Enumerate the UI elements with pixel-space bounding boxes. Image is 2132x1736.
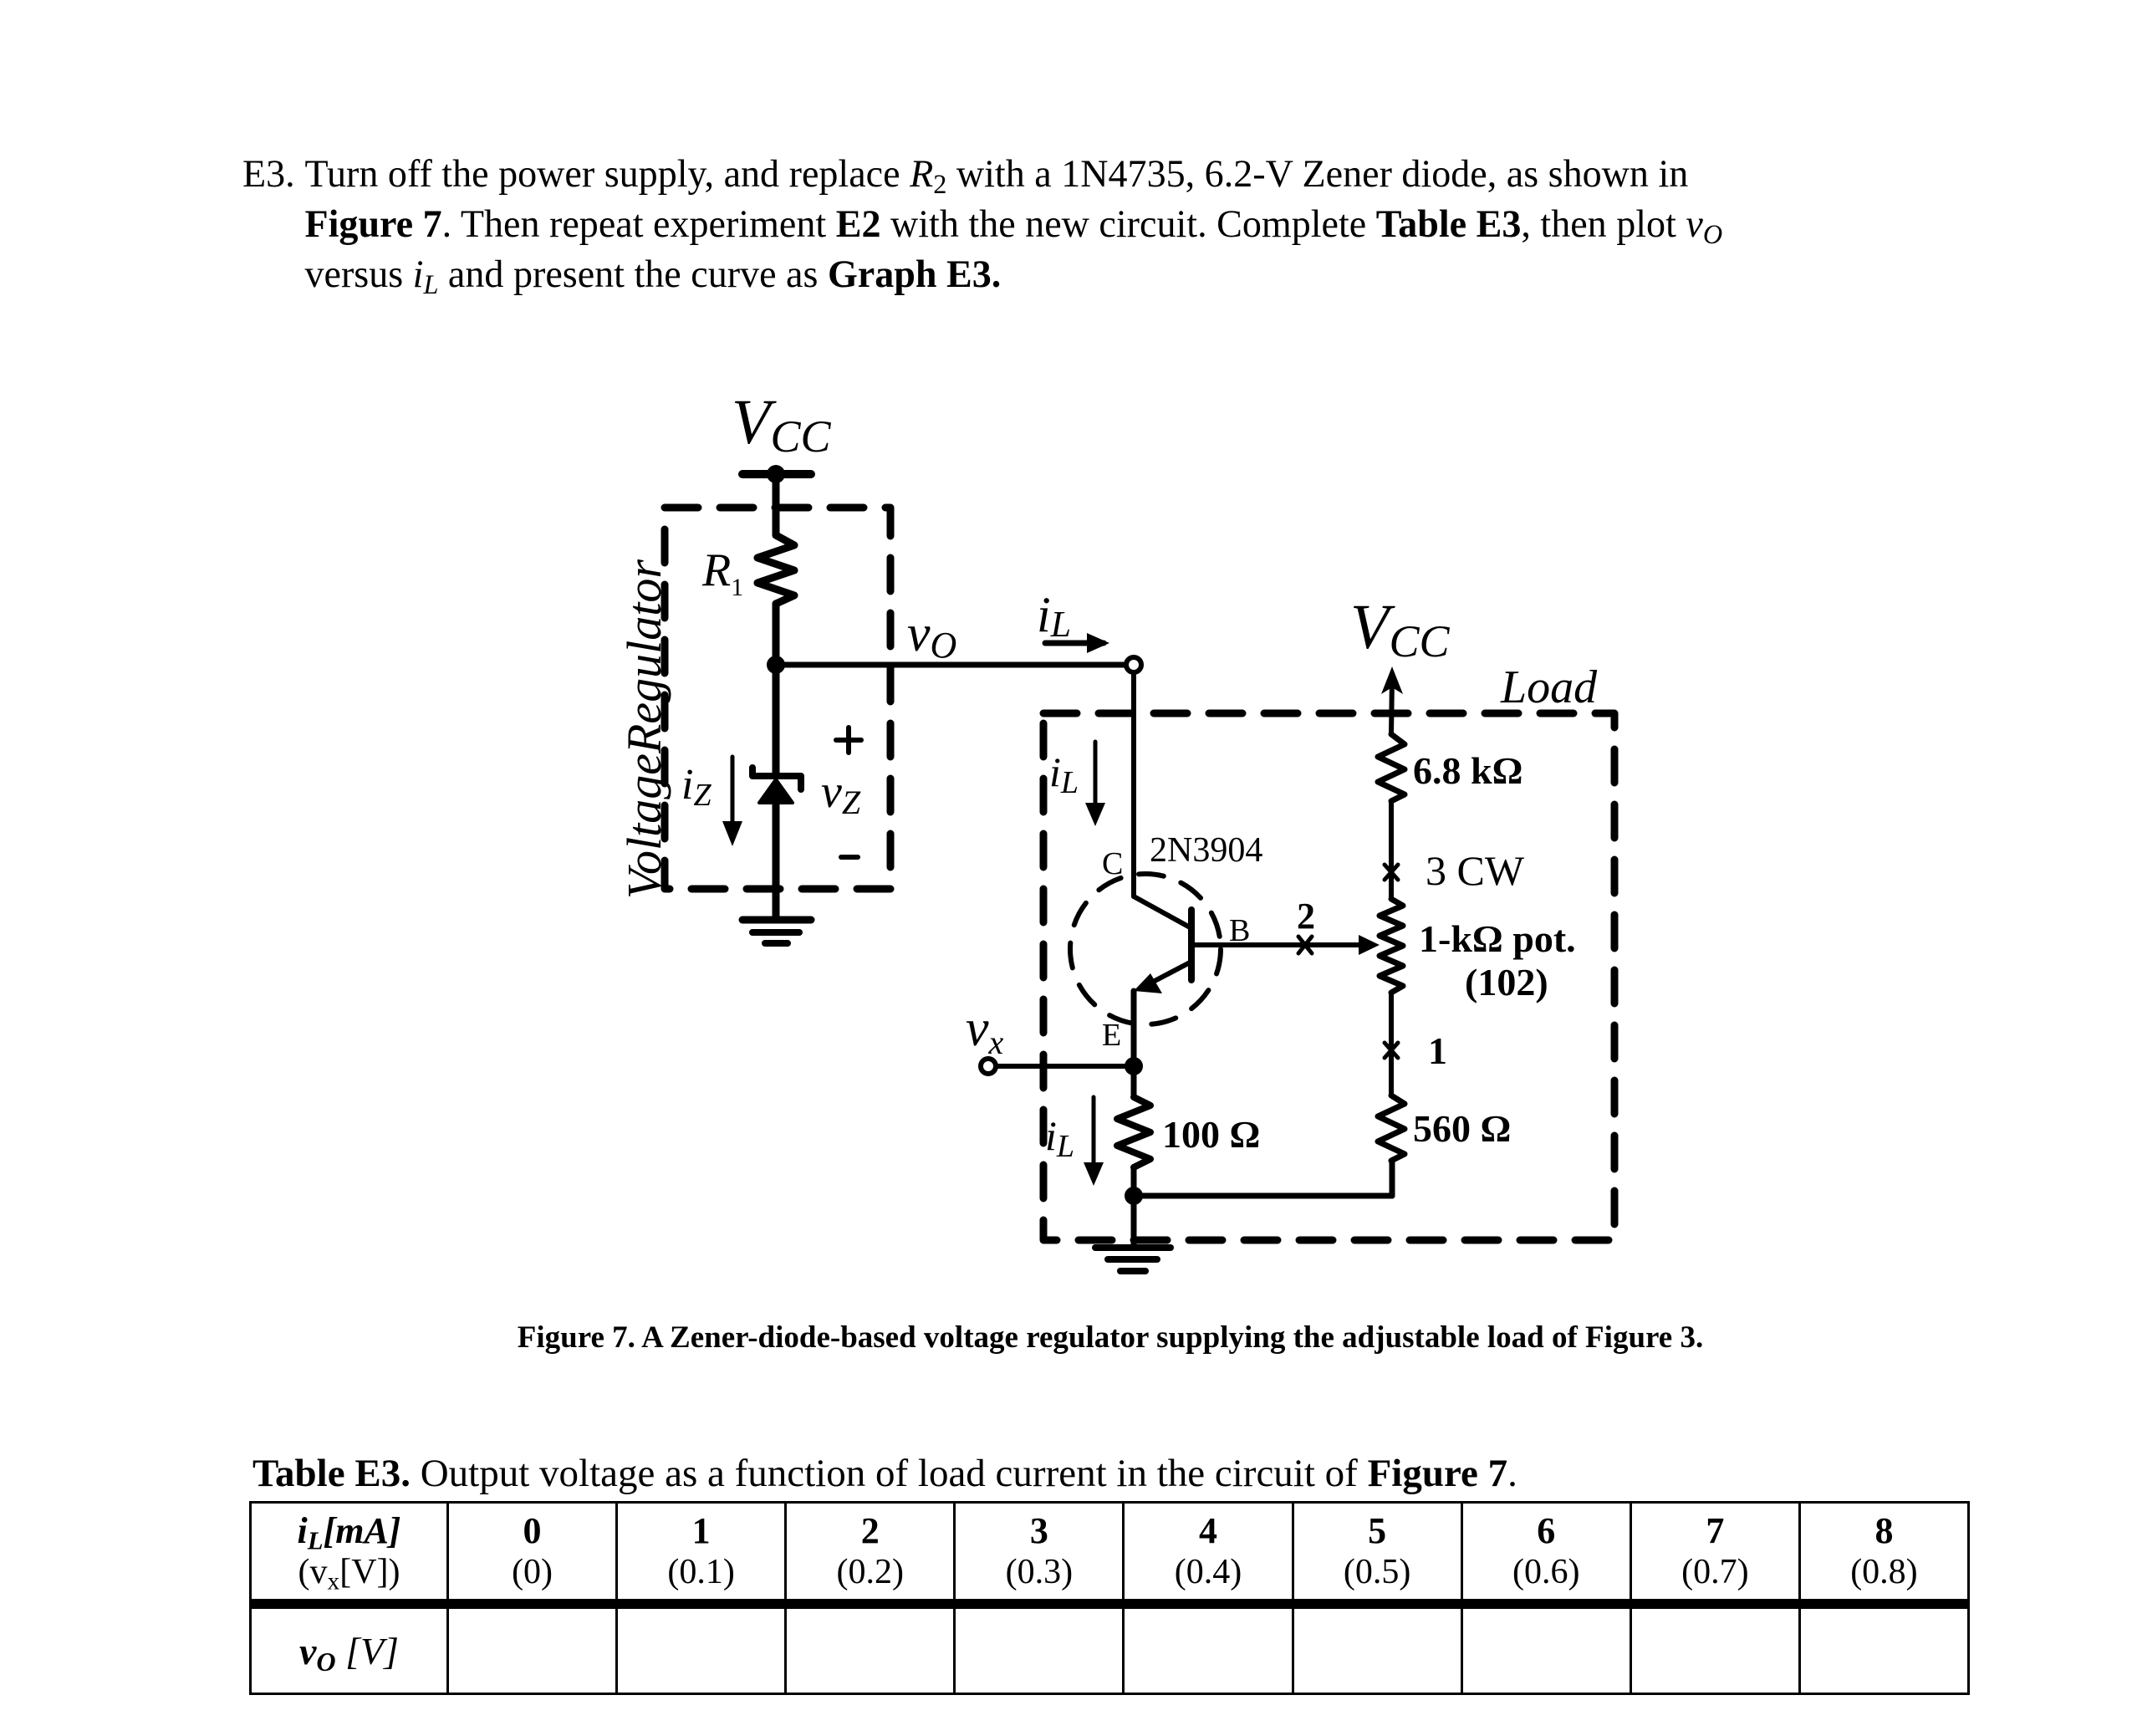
potentiometer <box>1376 896 1406 996</box>
wire <box>1389 675 1395 737</box>
resistor-560 <box>1375 1092 1408 1164</box>
r1-label: R1 <box>701 544 743 601</box>
symbol-r: R <box>910 152 934 196</box>
table-header-cell: 2(0.2) <box>784 1501 956 1609</box>
transistor-collector <box>1131 894 1194 931</box>
resistor-100 <box>1114 1094 1154 1171</box>
il-top-label: iL <box>1037 587 1071 645</box>
vo-label: vO <box>907 605 956 666</box>
vo-value-cell[interactable] <box>1798 1602 1971 1695</box>
vo-value-cell[interactable] <box>1291 1602 1463 1695</box>
resistor-6k8-label: 6.8 kΩ <box>1413 749 1522 792</box>
instructions-paragraph: E3.Turn off the power supply, and replac… <box>242 149 1946 299</box>
load-boundary <box>1039 709 1619 1244</box>
transistor-emitter-arrow <box>1134 973 1162 993</box>
table-header-cell: 8(0.8) <box>1798 1501 1971 1609</box>
vcc-left-label: VCC <box>732 387 831 462</box>
transistor-part-label: 2N3904 <box>1150 831 1262 870</box>
vo-value-cell[interactable] <box>1629 1602 1801 1695</box>
text-segment: Turn off the power supply, and replace <box>304 152 910 196</box>
collector-label: C <box>1102 846 1123 881</box>
text-segment: versus <box>304 253 413 296</box>
row-header-load-current: iL[mA] (vx[V]) <box>249 1501 449 1609</box>
table-header-cell: 0(0) <box>446 1501 619 1609</box>
data-table: iL[mA] (vx[V]) 0(0) 1(0.1) 2(0.2) 3(0.3)… <box>249 1501 1971 1695</box>
table-caption-text: Output voltage as a function of load cur… <box>410 1452 1368 1495</box>
symbol-r-subscript: 2 <box>933 170 947 201</box>
pot-pin3-label: 3 CW <box>1426 847 1525 894</box>
vo-value-cell[interactable] <box>784 1602 956 1695</box>
vx-terminal <box>978 1056 998 1076</box>
table-header-cell: 4(0.4) <box>1122 1501 1294 1609</box>
zener-cathode-bar <box>749 764 804 793</box>
table-header-row: iL[mA] (vx[V]) 0(0) 1(0.1) 2(0.2) 3(0.3)… <box>249 1501 1971 1609</box>
vx-label: vx <box>966 1000 1004 1061</box>
il-emitter-label: iL <box>1045 1112 1074 1164</box>
resistor-r1 <box>753 531 798 608</box>
iz-label: iZ <box>681 761 712 813</box>
resistor-6k8 <box>1375 731 1408 804</box>
pot-code-label: (102) <box>1465 961 1548 1003</box>
load-current-header: iL[mA] <box>297 1510 401 1555</box>
instructions-line-1: E3.Turn off the power supply, and replac… <box>242 149 1946 199</box>
vo-value-cell[interactable] <box>1122 1602 1294 1695</box>
table-reference: Table E3 <box>1375 202 1522 246</box>
table-header-cell: 6(0.6) <box>1460 1501 1632 1609</box>
load-label: Load <box>1500 661 1598 713</box>
base-label: B <box>1229 913 1250 948</box>
text-segment: , then plot <box>1521 202 1686 246</box>
symbol-i: i <box>412 253 424 296</box>
table-header-cell: 1(0.1) <box>615 1501 788 1609</box>
vx-header: (vx[V]) <box>298 1553 400 1596</box>
experiment-reference: E2 <box>835 202 881 246</box>
figure-caption: Figure 7. A Zener-diode-based voltage re… <box>517 1320 1704 1355</box>
resistor-100-label: 100 Ω <box>1162 1113 1260 1156</box>
text-segment: . Then repeat experiment <box>441 202 836 246</box>
table-caption: Table E3. Output voltage as a function o… <box>252 1451 1517 1496</box>
table-caption-end: . <box>1507 1452 1517 1495</box>
symbol-i-subscript: L <box>423 270 439 301</box>
vo-value-cell[interactable] <box>446 1602 619 1695</box>
il-emitter-arrowhead <box>1084 1162 1104 1186</box>
pot-pin1-label: 1 <box>1428 1029 1447 1072</box>
pin1-marker <box>1382 1040 1400 1060</box>
row-header-output-voltage: vO [V] <box>249 1602 449 1695</box>
pot-label: 1-kΩ pot. <box>1419 917 1576 960</box>
table-header-cell: 7(0.7) <box>1629 1501 1801 1609</box>
vo-value-cell[interactable] <box>615 1602 788 1695</box>
graph-reference: Graph E3. <box>827 253 1002 296</box>
instructions-line-2: Figure 7. Then repeat experiment E2 with… <box>242 199 1946 249</box>
iz-arrowhead <box>722 821 742 846</box>
resistor-560-label: 560 Ω <box>1413 1107 1511 1150</box>
il-collector-label: iL <box>1049 748 1079 800</box>
il-collector-arrowhead <box>1085 803 1105 826</box>
pot-pin2-label: 2 <box>1297 896 1315 937</box>
vo-value-cell[interactable] <box>953 1602 1125 1695</box>
emitter-label: E <box>1102 1018 1121 1053</box>
transistor-envelope <box>1068 871 1223 1027</box>
pot-wiper-arrow <box>1359 935 1380 955</box>
table-caption-label: Table E3. <box>252 1452 411 1495</box>
vo-value-cell[interactable] <box>1460 1602 1632 1695</box>
table-header-cell: 3(0.3) <box>953 1501 1125 1609</box>
table-header-cell: 5(0.5) <box>1291 1501 1463 1609</box>
text-segment: and present the curve as <box>438 253 828 296</box>
pin3-marker <box>1382 862 1400 882</box>
vcc-right-label: VCC <box>1350 592 1450 666</box>
regulator-label: VoltageRegulator <box>617 559 671 899</box>
figure-reference: Figure 7 <box>304 202 442 246</box>
il-top-arrowhead <box>1087 633 1109 653</box>
instructions-line-3: versus iL and present the curve as Graph… <box>242 249 1946 299</box>
text-segment: with a 1N4735, 6.2-V Zener diode, as sho… <box>946 152 1689 196</box>
table-caption-figure-ref: Figure 7 <box>1367 1452 1508 1495</box>
pin2-marker <box>1296 934 1314 956</box>
step-label: E3. <box>242 152 295 196</box>
vz-label: vZ <box>821 766 861 821</box>
circuit-diagram: VoltageRegulator VCC R1 vO iZ vZ iL iL v… <box>617 387 1619 1274</box>
symbol-v-subscript: O <box>1702 220 1723 251</box>
text-segment: with the new circuit. Complete <box>880 202 1376 246</box>
table-value-row: vO [V] <box>249 1602 1971 1695</box>
symbol-v: v <box>1686 202 1703 246</box>
